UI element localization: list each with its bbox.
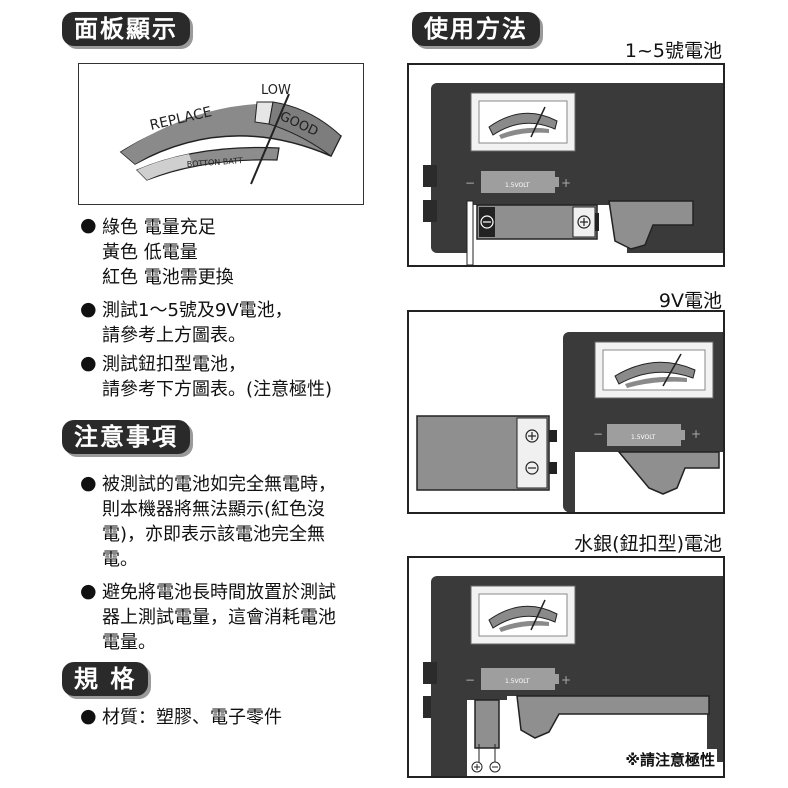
note2-line-1: 避免將電池長時間放置於測試 — [102, 582, 336, 603]
test-button-line-1: 測試鈕扣型電池， — [102, 354, 246, 375]
bullet-dot-icon: ● — [80, 298, 97, 320]
panel-9v-battery: 1.5VOLT − + — [407, 310, 725, 514]
usage-title: 使用方法 — [412, 12, 540, 46]
spec-material: 材質：塑膠、電子零件 — [102, 707, 282, 728]
colors-line-3: 紅色 電池需更換 — [102, 267, 234, 288]
note1-line-3: 電)，亦即表示該電池完全無 — [102, 524, 326, 545]
volt-label: 1.5VOLT — [505, 678, 530, 685]
button-battery-diagram: 1.5VOLT − + — [423, 576, 723, 776]
test-aa-line-1: 測試1～5號及9V電池， — [102, 300, 293, 321]
volt-label: 1.5VOLT — [505, 182, 530, 189]
bullet-dot-icon: ● — [80, 214, 97, 236]
aa-battery-diagram: 1.5VOLT − + — [423, 83, 723, 265]
caption-button-battery: 水銀(鈕扣型)電池 — [574, 533, 722, 555]
meter-low-label: LOW — [261, 83, 291, 98]
caption-aa-battery: 1~5號電池 — [624, 40, 722, 62]
polarity-note: ※請注意極性 — [623, 749, 717, 770]
note1-line-1: 被測試的電池如完全無電時， — [102, 474, 336, 495]
panel-button-battery: 1.5VOLT − + ※請注意極性 — [407, 556, 725, 778]
bullet-dot-icon: ● — [80, 352, 97, 374]
colors-line-2: 黃色 低電量 — [102, 242, 198, 263]
test-aa-line-2: 請參考上方圖表。 — [102, 325, 246, 346]
note1-line-2: 則本機器將無法顯示(紅色沒 — [102, 499, 326, 520]
note1-line-4: 電。 — [102, 549, 138, 570]
bullet-dot-icon: ● — [80, 580, 97, 602]
minus-sign: − — [465, 673, 475, 687]
panel-display-title: 面板顯示 — [62, 12, 190, 46]
plus-sign: + — [561, 673, 571, 687]
note2-line-3: 電量。 — [102, 632, 156, 653]
plus-sign: + — [691, 427, 701, 441]
9v-battery-diagram: 1.5VOLT − + — [416, 332, 723, 512]
test-button-line-2: 請參考下方圖表。(注意極性) — [102, 379, 333, 400]
meter-button-batt-label: BOTTON BATT — [187, 156, 244, 169]
minus-sign: − — [465, 176, 475, 190]
bullet-dot-icon: ● — [80, 705, 97, 727]
spec-title: 規 格 — [62, 662, 149, 696]
volt-label: 1.5VOLT — [631, 434, 656, 441]
colors-line-1: 綠色 電量充足 — [102, 217, 216, 238]
notes-title: 注意事項 — [62, 420, 190, 454]
caption-9v-battery: 9V電池 — [658, 290, 722, 312]
minus-sign: − — [593, 427, 603, 441]
plus-sign: + — [561, 176, 571, 190]
meter-arc-illustration: LOW REPLACE GOOD BOTTON BATT — [119, 83, 343, 185]
panel-aa-battery: 1.5VOLT − + — [407, 63, 725, 267]
meter-diagram: LOW REPLACE GOOD BOTTON BATT — [78, 63, 364, 205]
bullet-dot-icon: ● — [80, 472, 97, 494]
note2-line-2: 器上測試電量，這會消耗電池 — [102, 607, 336, 628]
